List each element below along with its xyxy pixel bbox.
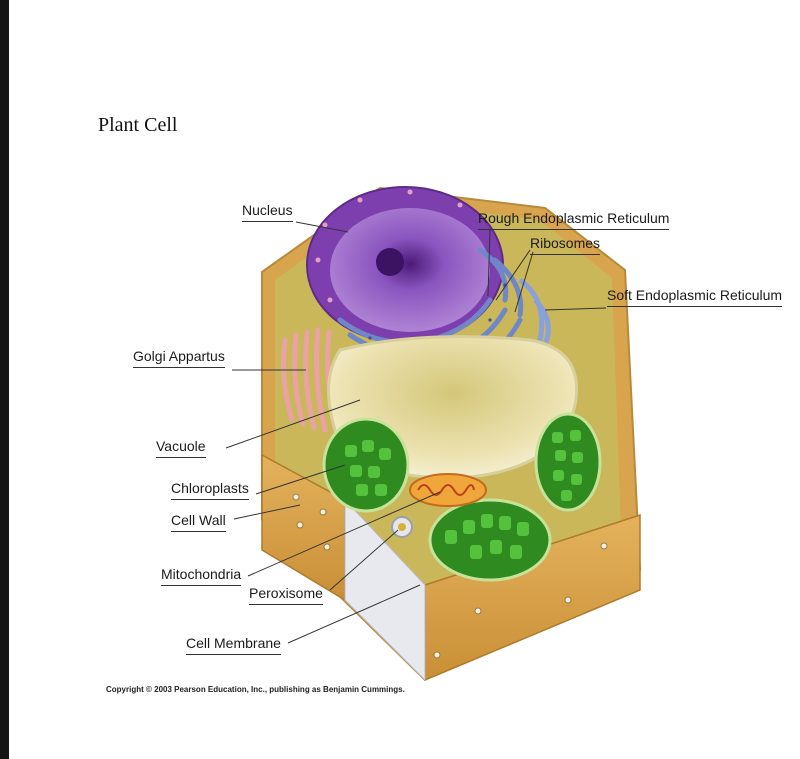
peroxisome bbox=[391, 516, 413, 538]
left-border bbox=[0, 0, 9, 759]
label-mitochondria: Mitochondria bbox=[161, 566, 242, 586]
mitochondrion bbox=[409, 473, 487, 507]
copyright-notice: Copyright © 2003 Pearson Education, Inc.… bbox=[106, 685, 405, 694]
label-cell-wall: Cell Wall bbox=[171, 512, 226, 532]
leader-lines bbox=[225, 221, 607, 644]
label-ribosomes: Ribosomes bbox=[530, 235, 601, 255]
label-soft-er: Soft Endoplasmic Reticulum bbox=[607, 287, 783, 307]
label-golgi: Golgi Appartus bbox=[133, 348, 225, 368]
diagram-title: Plant Cell bbox=[98, 114, 178, 136]
label-chloroplasts: Chloroplasts bbox=[171, 480, 249, 500]
label-nucleus: Nucleus bbox=[242, 202, 293, 222]
chloroplast-left bbox=[322, 417, 410, 513]
label-rough-er: Rough Endoplasmic Reticulum bbox=[478, 210, 670, 230]
chloroplast-right bbox=[534, 412, 602, 512]
label-vacuole: Vacuole bbox=[156, 438, 206, 458]
label-peroxisome: Peroxisome bbox=[249, 585, 323, 605]
chloroplast-bottom bbox=[428, 498, 552, 582]
label-cell-membrane: Cell Membrane bbox=[186, 635, 281, 655]
